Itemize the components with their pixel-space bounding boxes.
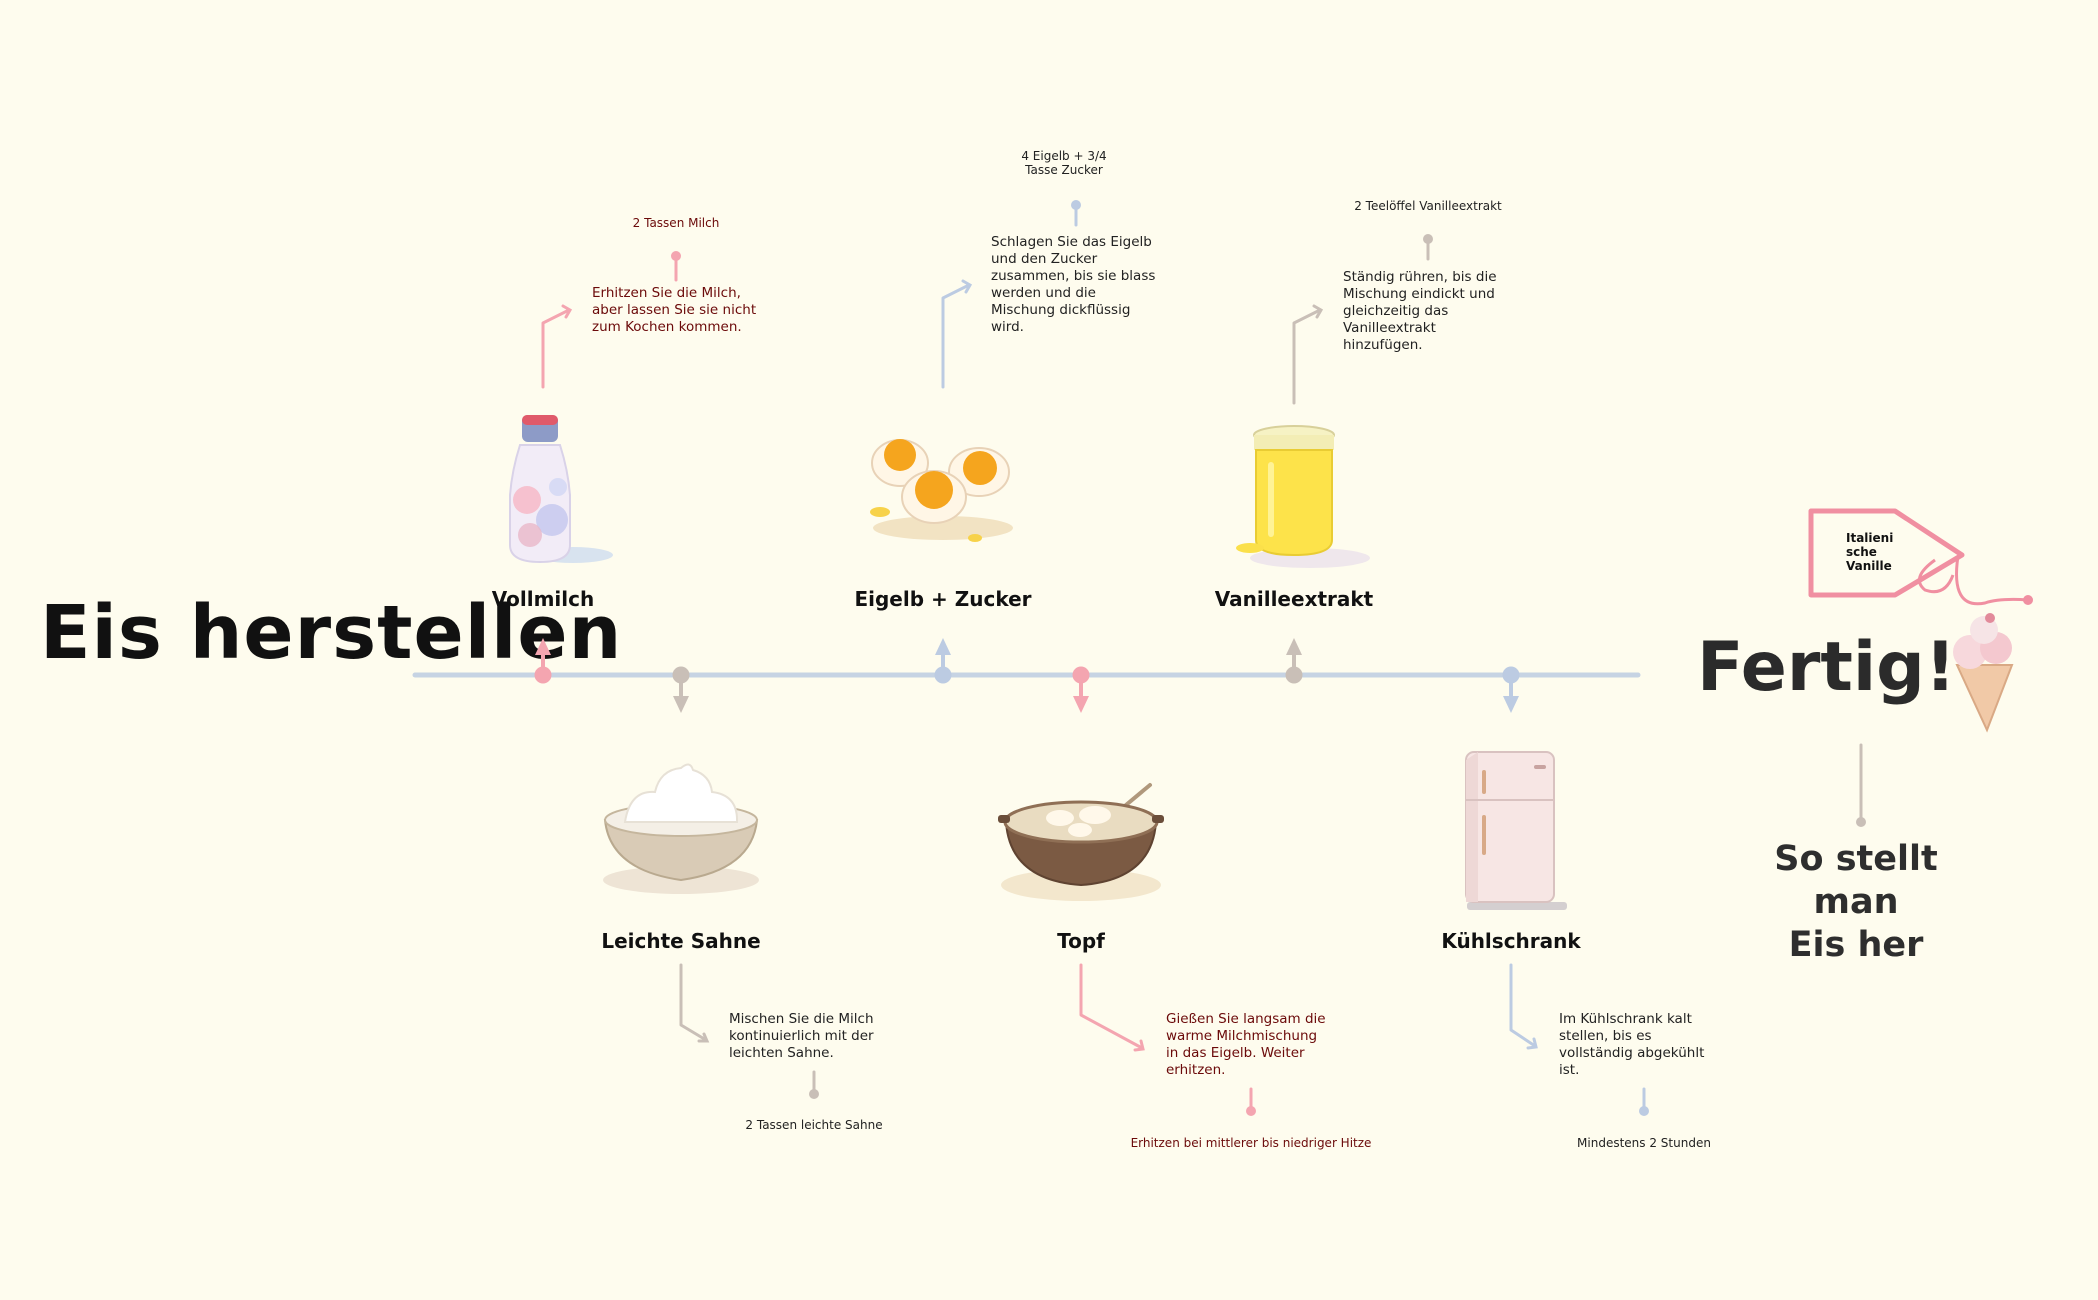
cream-bowl-icon [603, 763, 759, 894]
amount-eigelb-zucker: 4 Eigelb + 3/4 Tasse Zucker [1021, 149, 1107, 177]
page-title: Eis herstellen [40, 590, 623, 676]
marker-topf [1072, 666, 1090, 713]
amount-vollmilch: 2 Tassen Milch [632, 216, 720, 230]
connector-topf [1079, 963, 1144, 1050]
connector-vollmilch [541, 308, 571, 389]
stage-label-vollmilch: Vollmilch [491, 587, 595, 611]
pin-eigelb [1071, 200, 1081, 210]
pin-vanille [1423, 234, 1433, 244]
stage-label-vanilleextrakt: Vanilleextrakt [1214, 587, 1374, 611]
marker-leichte-sahne [672, 666, 690, 713]
amount-leichte-sahne: 2 Tassen leichte Sahne [745, 1118, 883, 1132]
amount-vanilleextrakt: 2 Teelöffel Vanilleextrakt [1354, 199, 1502, 213]
note-vollmilch: Erhitzen Sie die Milch, aber lassen Sie … [592, 285, 757, 335]
stage-label-leichte-sahne: Leichte Sahne [601, 929, 761, 953]
finish-title: Fertig! [1697, 628, 1956, 707]
pin-kuehl [1639, 1106, 1649, 1116]
connector-kuehl [1509, 963, 1537, 1048]
amount-kuehlschrank: Mindestens 2 Stunden [1577, 1136, 1711, 1150]
stage-label-kuehlschrank: Kühlschrank [1441, 929, 1581, 953]
marker-kuehlschrank [1502, 666, 1520, 713]
amount-topf: Erhitzen bei mittlerer bis niedriger Hit… [1130, 1136, 1372, 1150]
marker-vollmilch [534, 638, 552, 684]
pot-icon [998, 783, 1164, 901]
pin-vollmilch [671, 251, 681, 261]
pin-sahne [809, 1089, 819, 1099]
milk-bottle-icon [509, 415, 613, 564]
note-leichte-sahne: Mischen Sie die Milch kontinuierlich mit… [729, 1011, 874, 1061]
ice-cream-cone-icon [1953, 613, 2014, 733]
vanilla-tag [1808, 508, 2033, 606]
fridge-icon [1465, 751, 1567, 910]
note-eigelb-zucker: Schlagen Sie das Eigelb und den Zucker z… [991, 234, 1156, 335]
note-kuehlschrank: Im Kühlschrank kalt stellen, bis es voll… [1559, 1011, 1705, 1078]
stage-label-topf: Topf [1057, 929, 1105, 953]
note-topf: Gießen Sie langsam die warme Milchmischu… [1166, 1011, 1326, 1078]
note-vanilleextrakt: Ständig rühren, bis die Mischung eindick… [1343, 269, 1497, 353]
pin-topf [1246, 1106, 1256, 1116]
marker-vanilleextrakt [1285, 638, 1303, 684]
tag-label: Italieni sche Vanille [1846, 531, 1894, 573]
vanilla-jar-icon [1236, 425, 1370, 568]
finish-subtitle: So stellt man Eis her [1774, 839, 1938, 965]
connector-sahne [679, 963, 708, 1042]
pin-finish [1856, 817, 1866, 827]
egg-yolks-icon [870, 439, 1013, 542]
connector-vanille [1292, 308, 1322, 405]
stage-label-eigelb-zucker: Eigelb + Zucker [854, 587, 1032, 611]
connector-eigelb [941, 283, 971, 389]
marker-eigelb-zucker [934, 638, 952, 684]
